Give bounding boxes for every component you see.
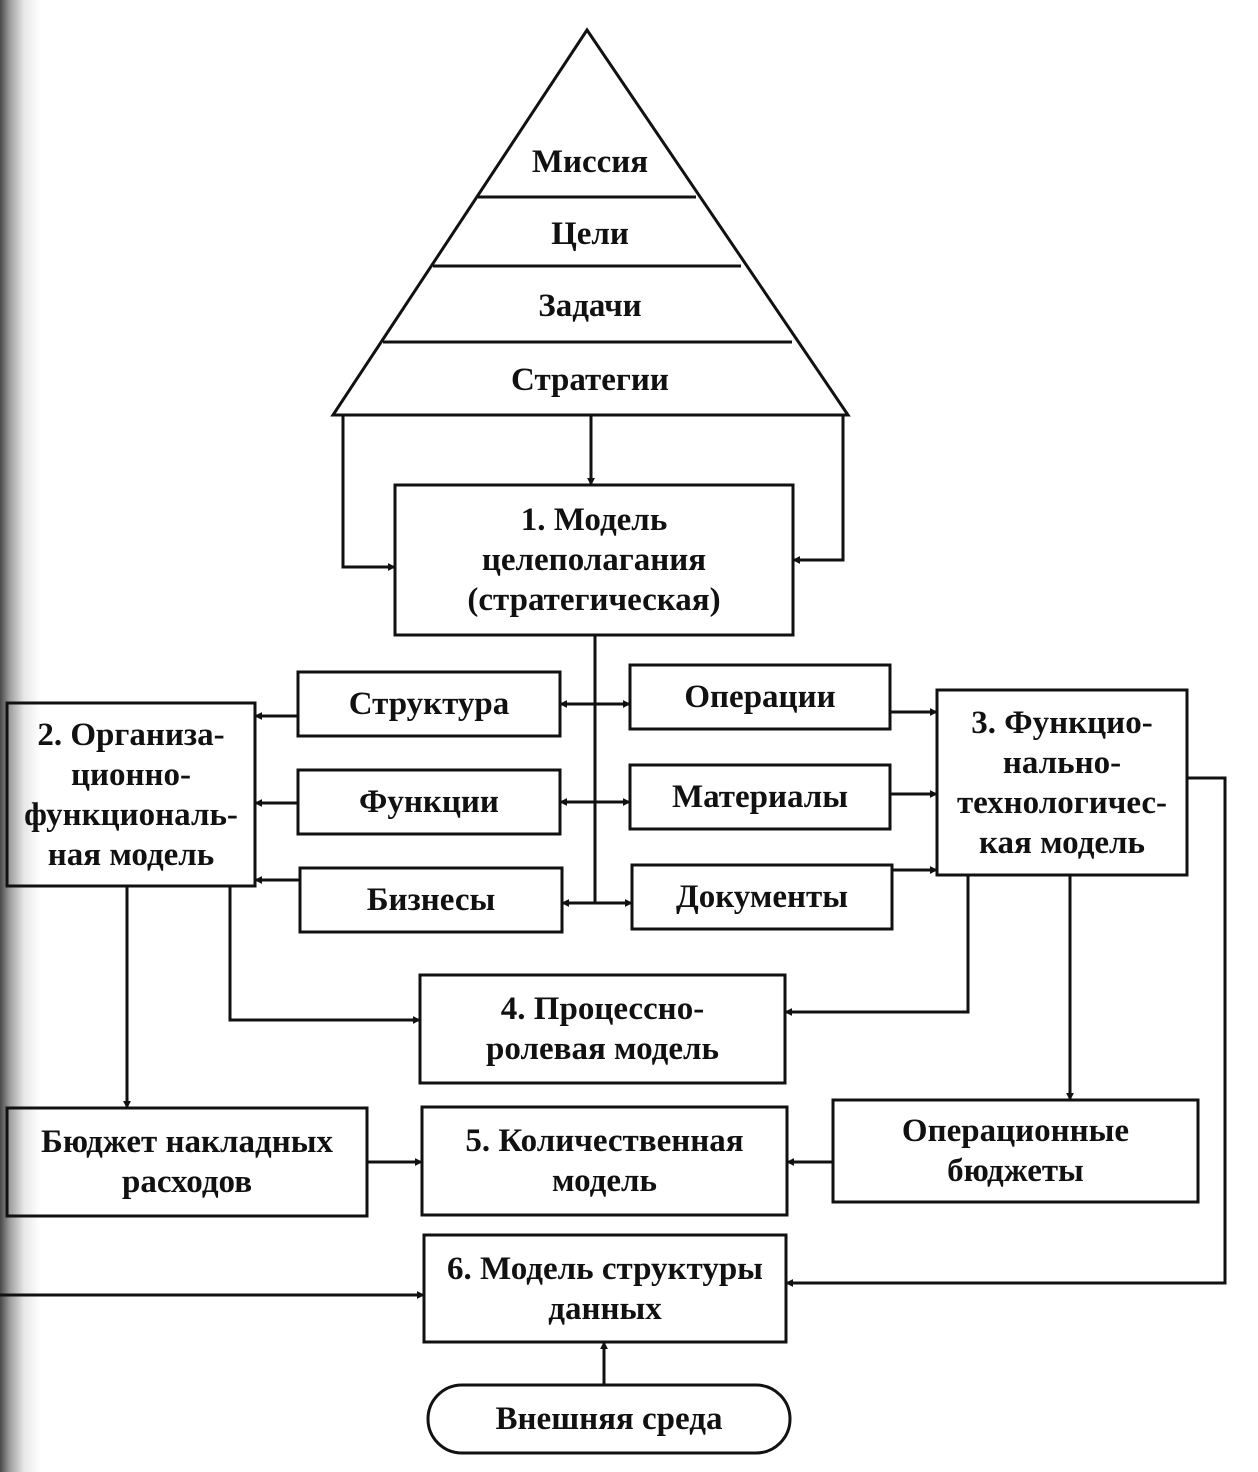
- pyramid-level-tasks: Задачи: [538, 288, 642, 324]
- item-structure: Структура: [348, 686, 510, 722]
- item-businesses: Бизнесы: [366, 882, 496, 918]
- pyramid-level-mission: Миссия: [531, 144, 649, 180]
- arrow-m2-to-m4: [228, 886, 421, 1024]
- item-materials: Материалы: [671, 779, 849, 815]
- item-documents: Документы: [676, 879, 848, 915]
- environment-label: Внешняя среда: [495, 1401, 723, 1437]
- box-documents: [630, 863, 894, 931]
- arrow-right-pyramid-to-m1: [792, 415, 845, 564]
- pyramid-level-strategies: Стратегии: [511, 362, 669, 398]
- box-materials: [628, 763, 892, 831]
- arrow-left-pyramid-to-m1: [341, 415, 396, 571]
- model-4-label: 4. Процессно- ролевая модель: [486, 991, 719, 1067]
- model-1-label: 1. Модель целеполагания (стратегическая): [467, 502, 721, 618]
- item-functions: Функции: [359, 784, 499, 820]
- arrow-m3-to-m4: [784, 875, 970, 1016]
- model-2-label: 2. Организа- ционно- функциональ- ная мо…: [24, 716, 238, 873]
- model-3-label: 3. Функцио- нально- технологичес- кая мо…: [956, 704, 1168, 861]
- box-model-2: [5, 701, 257, 888]
- model-6-label: 6. Модель структуры данных: [447, 1250, 763, 1327]
- arrow-m3-to-m6: [785, 776, 1227, 1287]
- operational-budgets-label: Операционные бюджеты: [901, 1113, 1130, 1189]
- pyramid-level-goals: Цели: [551, 216, 629, 252]
- item-operations: Операции: [684, 679, 836, 715]
- box-environment: [426, 1383, 792, 1455]
- overhead-budget-label: Бюджет накладных расходов: [41, 1124, 333, 1200]
- box-operational-budgets: [831, 1098, 1200, 1204]
- model-5-label: 5. Количественная модель: [465, 1123, 744, 1199]
- box-model-3: [935, 688, 1189, 877]
- box-model-4: [418, 973, 787, 1085]
- box-operations: [628, 663, 892, 731]
